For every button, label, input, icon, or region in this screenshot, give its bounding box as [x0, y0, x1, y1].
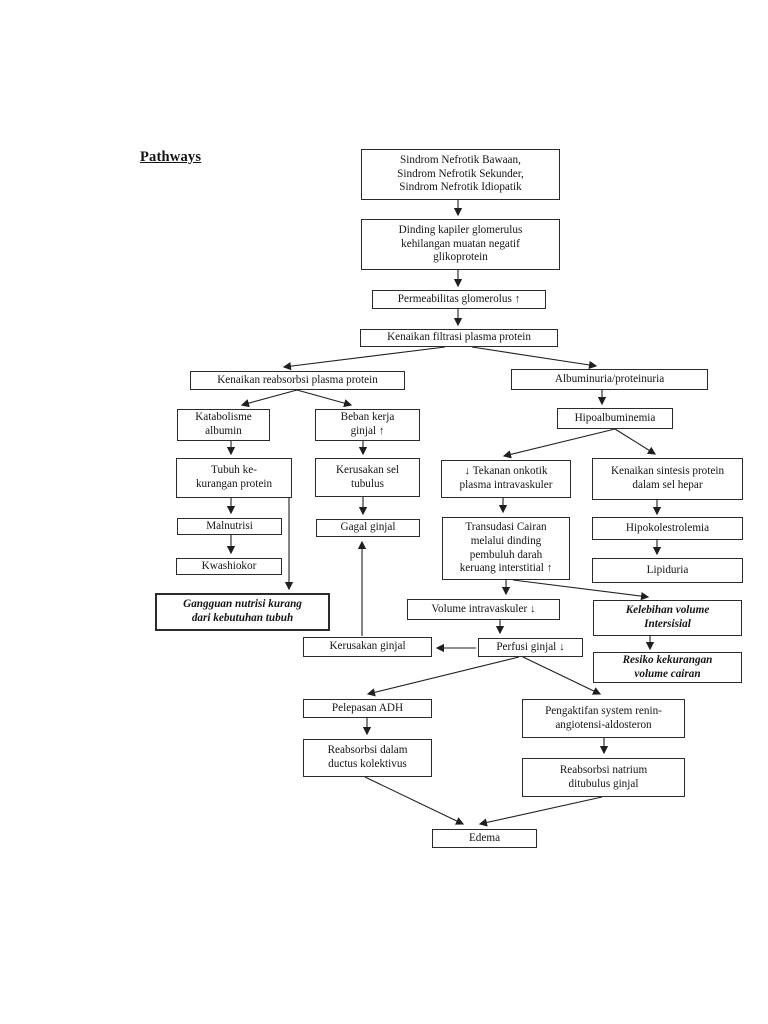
node-transudasi-cairan: Transudasi Cairan melalui dinding pembul… [442, 517, 570, 580]
node-tekanan-onkotik: ↓ Tekanan onkotik plasma intravaskuler [441, 460, 571, 498]
node-reabsorbsi-natrium: Reabsorbsi natrium ditubulus ginjal [522, 758, 685, 797]
arrow-reabsorbsi-katabolisme [240, 389, 298, 408]
node-pengaktifan-renin: Pengaktifan system renin- angiotensi-ald… [522, 699, 685, 738]
arrow-perfusi-pelepasan [366, 656, 520, 697]
arrow-transudasi-kelebihan [512, 579, 650, 601]
node-lipiduria: Lipiduria [592, 558, 743, 583]
arrow-ductus-edema [364, 776, 465, 825]
node-katabolisme-albumin: Katabolisme albumin [177, 409, 270, 441]
node-pelepasan-adh: Pelepasan ADH [303, 699, 432, 718]
arrow-hipoalbuminemia-sintesis [614, 428, 657, 455]
node-volume-intravaskuler: Volume intravaskuler ↓ [407, 599, 560, 620]
node-resiko-kekurangan-cairan: Resiko kekurangan volume cairan [593, 652, 742, 683]
node-hipoalbuminemia: Hipoalbuminemia [557, 408, 673, 429]
node-sindrom-nefrotik: Sindrom Nefrotik Bawaan, Sindrom Nefroti… [361, 149, 560, 200]
arrow-reabsorbsi-beban [296, 389, 353, 408]
node-kelebihan-volume: Kelebihan volume Intersisial [593, 600, 742, 636]
arrow-filtrasi-albuminuria [471, 346, 598, 370]
arrow-perfusi-pengaktifan [522, 656, 602, 695]
node-permeabilitas: Permeabilitas glomerolus ↑ [372, 290, 546, 309]
node-reabsorbsi-ductus: Reabsorbsi dalam ductus kolektivus [303, 739, 432, 777]
node-kerusakan-ginjal: Kerusakan ginjal [303, 637, 432, 657]
node-reabsorbsi-plasma: Kenaikan reabsorbsi plasma protein [190, 371, 405, 390]
node-gangguan-nutrisi: Gangguan nutrisi kurang dari kebutuhan t… [155, 593, 330, 631]
node-beban-kerja-ginjal: Beban kerja ginjal ↑ [315, 409, 420, 441]
page-title: Pathways [140, 149, 202, 165]
node-sintesis-protein-hepar: Kenaikan sintesis protein dalam sel hepa… [592, 458, 743, 500]
node-albuminuria: Albuminuria/proteinuria [511, 369, 708, 390]
node-edema: Edema [432, 829, 537, 848]
node-hipokolestrolemia: Hipokolestrolemia [592, 517, 743, 540]
arrow-natrium-edema [478, 796, 603, 827]
node-tubuh-kekurangan-protein: Tubuh ke- kurangan protein [176, 458, 292, 498]
node-kwashiokor: Kwashiokor [176, 558, 282, 575]
node-malnutrisi: Malnutrisi [177, 518, 282, 535]
arrow-filtrasi-reabsorbsi [282, 346, 446, 371]
node-perfusi-ginjal: Perfusi ginjal ↓ [478, 638, 583, 657]
node-filtrasi-plasma: Kenaikan filtrasi plasma protein [360, 329, 558, 347]
arrow-hipoalbuminemia-tekanan [502, 428, 616, 459]
node-dinding-kapiler: Dinding kapiler glomerulus kehilangan mu… [361, 219, 560, 270]
node-gagal-ginjal: Gagal ginjal [316, 519, 420, 537]
node-kerusakan-sel-tubulus: Kerusakan sel tubulus [315, 458, 420, 497]
